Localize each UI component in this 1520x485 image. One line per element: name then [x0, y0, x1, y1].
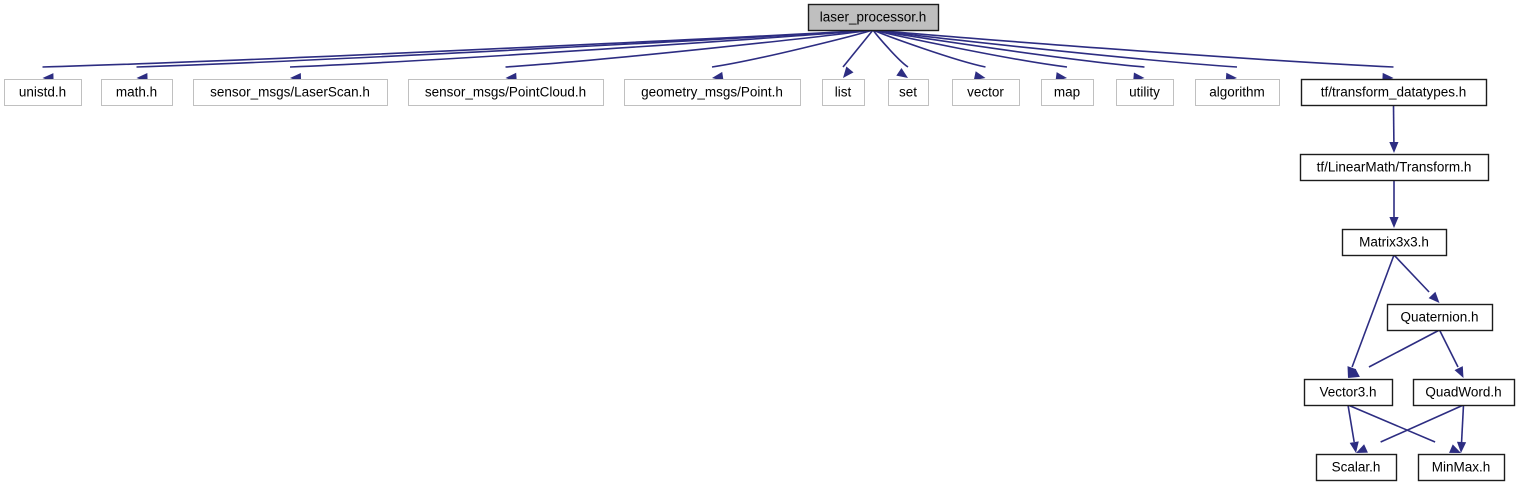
node-laserscan[interactable]: sensor_msgs/LaserScan.h	[193, 79, 388, 106]
node-box-map[interactable]	[1041, 79, 1094, 106]
arrowhead-icon-quadword-17	[1454, 366, 1464, 378]
node-math[interactable]: math.h	[101, 79, 173, 106]
node-utility[interactable]: utility	[1116, 79, 1174, 106]
node-box-list[interactable]	[822, 79, 865, 106]
arrowhead-icon-scalar-20	[1356, 444, 1368, 453]
arrowhead-icon-quaternion-15	[1428, 291, 1440, 303]
edge-matrix3x3-to-quaternion	[1393, 254, 1440, 303]
edge-root-to-point	[711, 29, 874, 81]
node-matrix3x3[interactable]: Matrix3x3.h	[1341, 228, 1448, 257]
node-box-point[interactable]	[624, 79, 801, 106]
arrowhead-icon-minmax-19	[1449, 444, 1461, 453]
node-box-minmax[interactable]	[1417, 453, 1506, 482]
arrowhead-icon-scalar-18	[1349, 441, 1359, 453]
arrowhead-icon-minmax-21	[1456, 441, 1467, 453]
node-list[interactable]: list	[822, 79, 865, 106]
node-pointcloud[interactable]: sensor_msgs/PointCloud.h	[408, 79, 604, 106]
node-unistd[interactable]: unistd.h	[4, 79, 82, 106]
node-box-vector[interactable]	[952, 79, 1020, 106]
node-box-quaternion[interactable]	[1386, 303, 1494, 332]
node-set[interactable]: set	[888, 79, 929, 106]
node-box-tfdatatypes[interactable]	[1300, 78, 1488, 107]
edge-tfdatatypes-to-transform	[1389, 104, 1399, 153]
node-quadword[interactable]: QuadWord.h	[1412, 378, 1516, 407]
node-box-algorithm[interactable]	[1195, 79, 1280, 106]
node-box-utility[interactable]	[1116, 79, 1174, 106]
edge-layer	[42, 29, 1467, 453]
node-tfdatatypes[interactable]: tf/transform_datatypes.h	[1300, 78, 1488, 107]
node-box-math[interactable]	[101, 79, 173, 106]
edge-root-to-set	[872, 29, 909, 78]
edge-quadword-to-scalar	[1356, 404, 1464, 453]
node-point[interactable]: geometry_msgs/Point.h	[624, 79, 801, 106]
arrowhead-icon-list-5	[843, 66, 854, 78]
edge-root-to-algorithm	[872, 29, 1238, 82]
edge-quaternion-to-vector3	[1348, 329, 1440, 378]
node-box-vector3[interactable]	[1303, 378, 1394, 407]
node-map[interactable]: map	[1041, 79, 1094, 106]
edge-quaternion-to-quadword	[1438, 329, 1464, 378]
edge-vector3-to-scalar	[1347, 404, 1359, 453]
arrowhead-icon-point-4	[712, 71, 724, 81]
arrowhead-icon-vector3-16	[1348, 368, 1360, 378]
node-box-matrix3x3[interactable]	[1341, 228, 1448, 257]
node-box-laserscan[interactable]	[193, 79, 388, 106]
arrowhead-icon-vector-7	[973, 71, 986, 81]
node-root[interactable]: laser_processor.h	[807, 3, 940, 32]
node-transform[interactable]: tf/LinearMath/Transform.h	[1299, 153, 1490, 182]
node-box-pointcloud[interactable]	[408, 79, 604, 106]
arrowhead-icon-matrix3x3-13	[1389, 217, 1399, 228]
arrowhead-icon-vector3-14	[1347, 366, 1357, 378]
node-scalar[interactable]: Scalar.h	[1315, 453, 1398, 482]
node-vector3[interactable]: Vector3.h	[1303, 378, 1394, 407]
node-vector[interactable]: vector	[952, 79, 1020, 106]
arrowhead-icon-transform-12	[1389, 141, 1399, 153]
arrowhead-icon-map-8	[1055, 72, 1067, 82]
edge-transform-to-matrix3x3	[1389, 180, 1399, 228]
node-box-root[interactable]	[807, 3, 940, 32]
node-box-transform[interactable]	[1299, 153, 1490, 182]
node-box-set[interactable]	[888, 79, 929, 106]
node-algorithm[interactable]: algorithm	[1195, 79, 1280, 106]
edge-vector3-to-minmax	[1347, 404, 1461, 453]
node-quaternion[interactable]: Quaternion.h	[1386, 303, 1494, 332]
edge-root-to-tfdatatypes	[872, 29, 1394, 83]
edge-root-to-vector	[872, 29, 986, 81]
node-layer: laser_processor.h unistd.h math.h sensor_ms…	[4, 3, 1516, 482]
edge-root-to-pointcloud	[505, 29, 874, 82]
edge-quadword-to-minmax	[1456, 404, 1467, 453]
node-box-scalar[interactable]	[1315, 453, 1398, 482]
edge-root-to-list	[842, 29, 874, 78]
node-box-unistd[interactable]	[4, 79, 82, 106]
edge-matrix3x3-to-vector3	[1347, 254, 1395, 378]
node-box-quadword[interactable]	[1412, 378, 1516, 407]
node-minmax[interactable]: MinMax.h	[1417, 453, 1506, 482]
arrowhead-icon-set-6	[896, 68, 908, 78]
